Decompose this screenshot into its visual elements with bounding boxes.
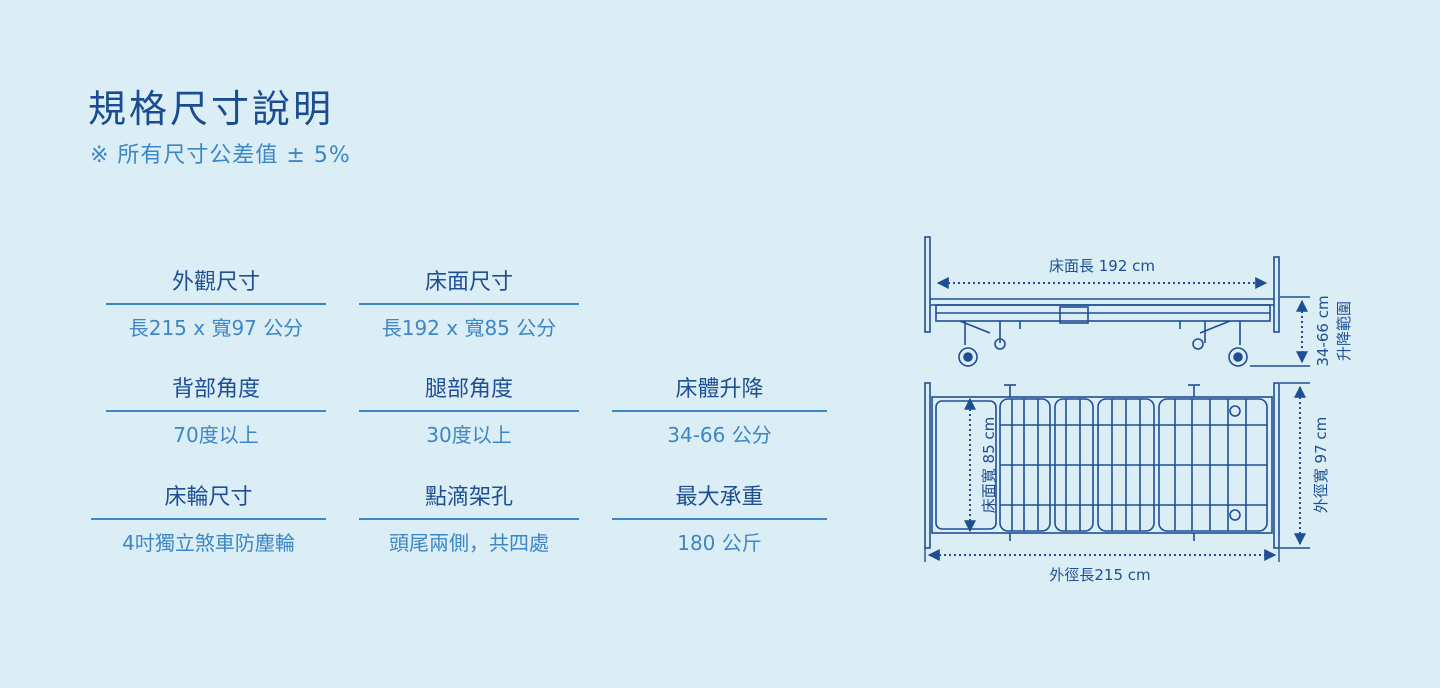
height-range-value: 34-66 cm bbox=[1314, 295, 1332, 366]
spec-value: 4吋獨立煞車防塵輪 bbox=[122, 531, 295, 555]
spec-height-adjust: 床體升降 34-66 公分 bbox=[612, 370, 827, 456]
spec-leg-angle: 腿部角度 30度以上 bbox=[359, 370, 579, 456]
spec-caster-size: 床輪尺寸 4吋獨立煞車防塵輪 bbox=[91, 478, 326, 564]
tolerance-note: ※ 所有尺寸公差值 ± 5% bbox=[90, 143, 351, 168]
outer-width-label: 外徑寬 97 cm bbox=[1312, 417, 1330, 513]
spec-value: 30度以上 bbox=[426, 423, 512, 447]
spec-back-angle: 背部角度 70度以上 bbox=[106, 370, 326, 456]
height-range-label: 升降範圍 bbox=[1335, 301, 1353, 361]
spec-label: 背部角度 bbox=[106, 370, 326, 412]
spec-bed-surface-size: 床面尺寸 長192 x 寬85 公分 bbox=[359, 263, 579, 349]
spec-value: 長192 x 寬85 公分 bbox=[381, 316, 557, 340]
spec-value: 長215 x 寬97 公分 bbox=[128, 316, 304, 340]
spec-label: 點滴架孔 bbox=[359, 478, 579, 520]
spec-value: 34-66 公分 bbox=[667, 423, 772, 447]
spec-label: 腿部角度 bbox=[359, 370, 579, 412]
bed-surface-length-label: 床面長 192 cm bbox=[1049, 257, 1155, 275]
spec-value: 180 公斤 bbox=[677, 531, 762, 555]
bed-top-view bbox=[924, 382, 1280, 549]
bed-surface-width-label: 床面寬 85 cm bbox=[980, 417, 998, 513]
outer-length-label: 外徑長215 cm bbox=[1049, 566, 1150, 584]
spec-label: 床面尺寸 bbox=[359, 263, 579, 305]
spec-outer-size: 外觀尺寸 長215 x 寬97 公分 bbox=[106, 263, 326, 349]
spec-max-load: 最大承重 180 公斤 bbox=[612, 478, 827, 564]
spec-value: 70度以上 bbox=[173, 423, 259, 447]
spec-label: 外觀尺寸 bbox=[106, 263, 326, 305]
spec-label: 床輪尺寸 bbox=[91, 478, 326, 520]
bed-dimension-diagram: 床面長 192 cm 34-66 cm 升降範圍 bbox=[924, 236, 1353, 584]
spec-iv-pole-holes: 點滴架孔 頭尾兩側，共四處 bbox=[359, 478, 579, 564]
spec-label: 最大承重 bbox=[612, 478, 827, 520]
spec-value: 頭尾兩側，共四處 bbox=[389, 531, 549, 555]
page-title: 規格尺寸說明 bbox=[88, 87, 335, 131]
bed-side-view bbox=[924, 236, 1280, 367]
spec-label: 床體升降 bbox=[612, 370, 827, 412]
